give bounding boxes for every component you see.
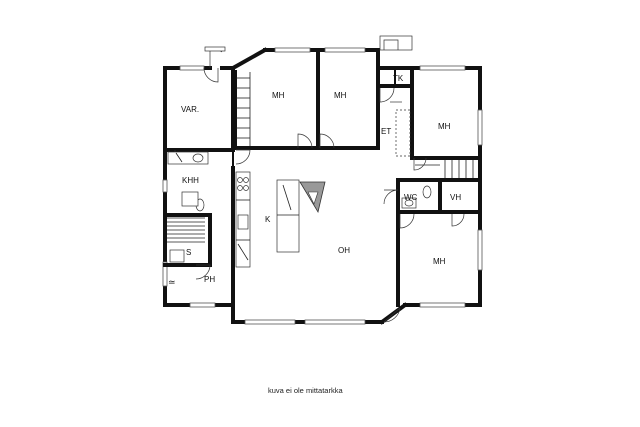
label-mh3: MH — [438, 122, 451, 131]
label-mh1: MH — [272, 91, 285, 100]
label-k: K — [265, 215, 271, 224]
label-oh: OH — [338, 246, 350, 255]
stairs — [167, 72, 474, 243]
entrances — [204, 35, 413, 323]
stair-khh — [167, 217, 205, 243]
interior-walls — [163, 48, 482, 307]
label-khh: KHH — [182, 176, 199, 185]
label-mh4: MH — [433, 257, 446, 266]
label-wc: WC — [404, 193, 418, 202]
label-vh: VH — [450, 193, 461, 202]
label-s: S — [186, 248, 191, 257]
label-ph: PH — [204, 275, 215, 284]
windows — [162, 47, 483, 325]
label-et: ET — [381, 127, 391, 136]
svg-text:≃: ≃ — [168, 277, 176, 287]
label-tk: TK — [393, 74, 404, 83]
fixtures: ≃ — [167, 109, 432, 287]
stair-right — [415, 160, 474, 178]
caption: kuva ei ole mittatarkka — [268, 386, 343, 395]
room-labels: VAR. MH MH TK MH ET KHH K OH WC VH MH S … — [181, 74, 461, 284]
label-mh2: MH — [334, 91, 347, 100]
stair-var — [236, 72, 251, 146]
label-var: VAR. — [181, 105, 199, 114]
